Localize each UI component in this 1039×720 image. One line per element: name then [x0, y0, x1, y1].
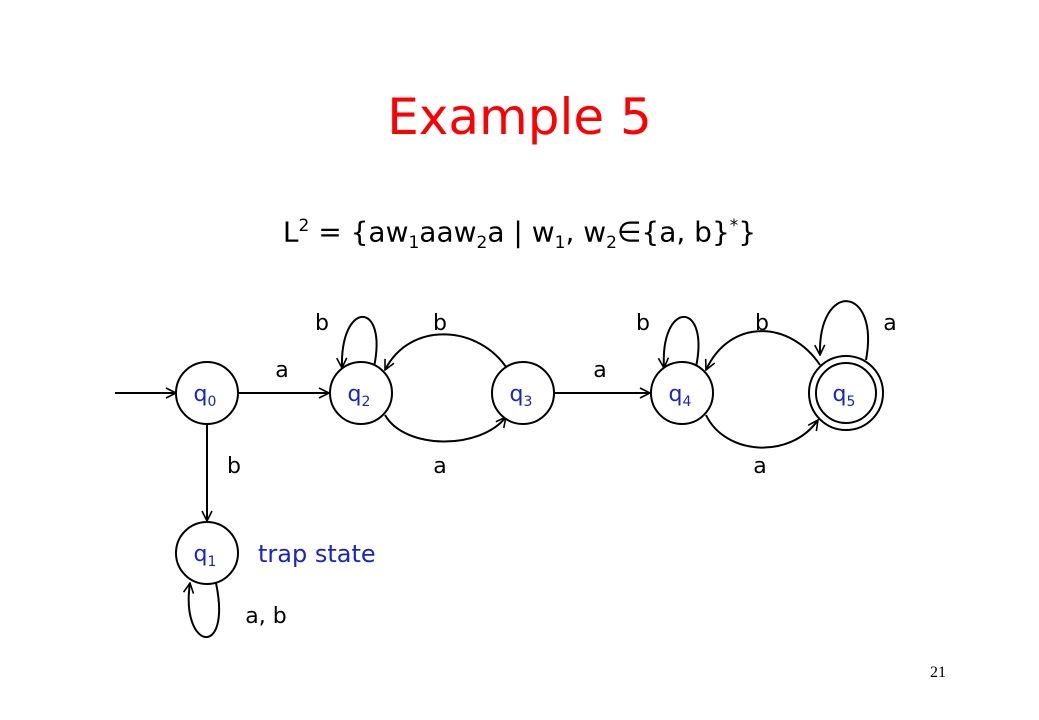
edge-label-q0-q1: b	[227, 454, 241, 479]
formula-star: *	[729, 216, 739, 236]
svg-text:q5: q5	[833, 382, 856, 410]
edge-label-q4-q5: a	[753, 454, 766, 479]
state-q4: q4	[650, 361, 714, 425]
edge-q5-q4	[706, 330, 821, 370]
state-q1: q1	[175, 521, 239, 585]
edge-label-q3-q4: a	[593, 358, 606, 383]
state-q1-base: q	[194, 542, 208, 567]
language-definition: L2 = {aw1aaw2a | w1, w2∈{a, b}*}	[0, 218, 1039, 252]
formula-close: }	[738, 215, 757, 249]
state-q3: q3	[491, 361, 555, 425]
state-q2: q2	[329, 361, 393, 425]
edge-q2-loop	[342, 315, 378, 368]
state-q5-base: q	[833, 382, 847, 407]
edge-label-q5-loop: a	[883, 311, 896, 336]
formula-tail: a | w	[487, 215, 555, 249]
formula-lhs: L	[282, 215, 299, 249]
formula-w1b-sub: 1	[554, 232, 566, 253]
state-q4-sub: 4	[683, 394, 692, 410]
formula-mid: aaw	[419, 215, 477, 249]
state-q0-base: q	[194, 382, 208, 407]
edge-q1-loop	[189, 583, 221, 639]
state-q2-sub: 2	[362, 394, 371, 410]
state-q5-accepting: q5	[808, 355, 884, 431]
page-number: 21	[930, 664, 946, 681]
formula-w2b-sub: 2	[606, 232, 617, 253]
edge-q5-loop	[820, 300, 869, 361]
edge-q2-q3	[384, 414, 506, 443]
formula-in-set: ∈{a, b}	[617, 215, 730, 249]
slide-title: Example 5	[387, 88, 652, 146]
state-q2-base: q	[348, 382, 362, 407]
state-q4-base: q	[669, 382, 683, 407]
svg-text:q3: q3	[510, 382, 533, 410]
state-q0: q0	[175, 361, 239, 425]
state-q5-sub: 5	[847, 394, 856, 410]
svg-text:q2: q2	[348, 382, 371, 410]
svg-text:q4: q4	[669, 382, 692, 410]
edge-label-q3-q2: b	[433, 311, 447, 336]
edge-label-q4-loop: b	[636, 311, 650, 336]
formula-lhs-sup: 2	[298, 216, 310, 236]
edge-label-q0-q2: a	[275, 358, 288, 383]
svg-text:q1: q1	[194, 542, 217, 570]
state-q0-sub: 0	[208, 394, 217, 410]
formula-comma: , w	[565, 215, 607, 249]
edge-q4-q5	[705, 414, 818, 449]
trap-state-note: trap state	[258, 540, 376, 568]
svg-text:q0: q0	[194, 382, 217, 410]
formula-w1-sub: 1	[408, 232, 420, 253]
edge-q3-q2	[384, 333, 509, 370]
edge-label-q2-q3: a	[433, 454, 446, 479]
state-q3-base: q	[510, 382, 524, 407]
formula-eq: = {aw	[309, 215, 409, 249]
edge-label-q2-loop: b	[315, 311, 329, 336]
formula-w2-sub: 2	[476, 232, 488, 253]
state-q3-sub: 3	[524, 394, 533, 410]
state-q1-sub: 1	[208, 554, 217, 570]
edge-q4-loop	[664, 315, 700, 368]
edge-label-q5-q4: b	[755, 311, 769, 336]
edge-label-q1-loop: a, b	[245, 604, 286, 629]
